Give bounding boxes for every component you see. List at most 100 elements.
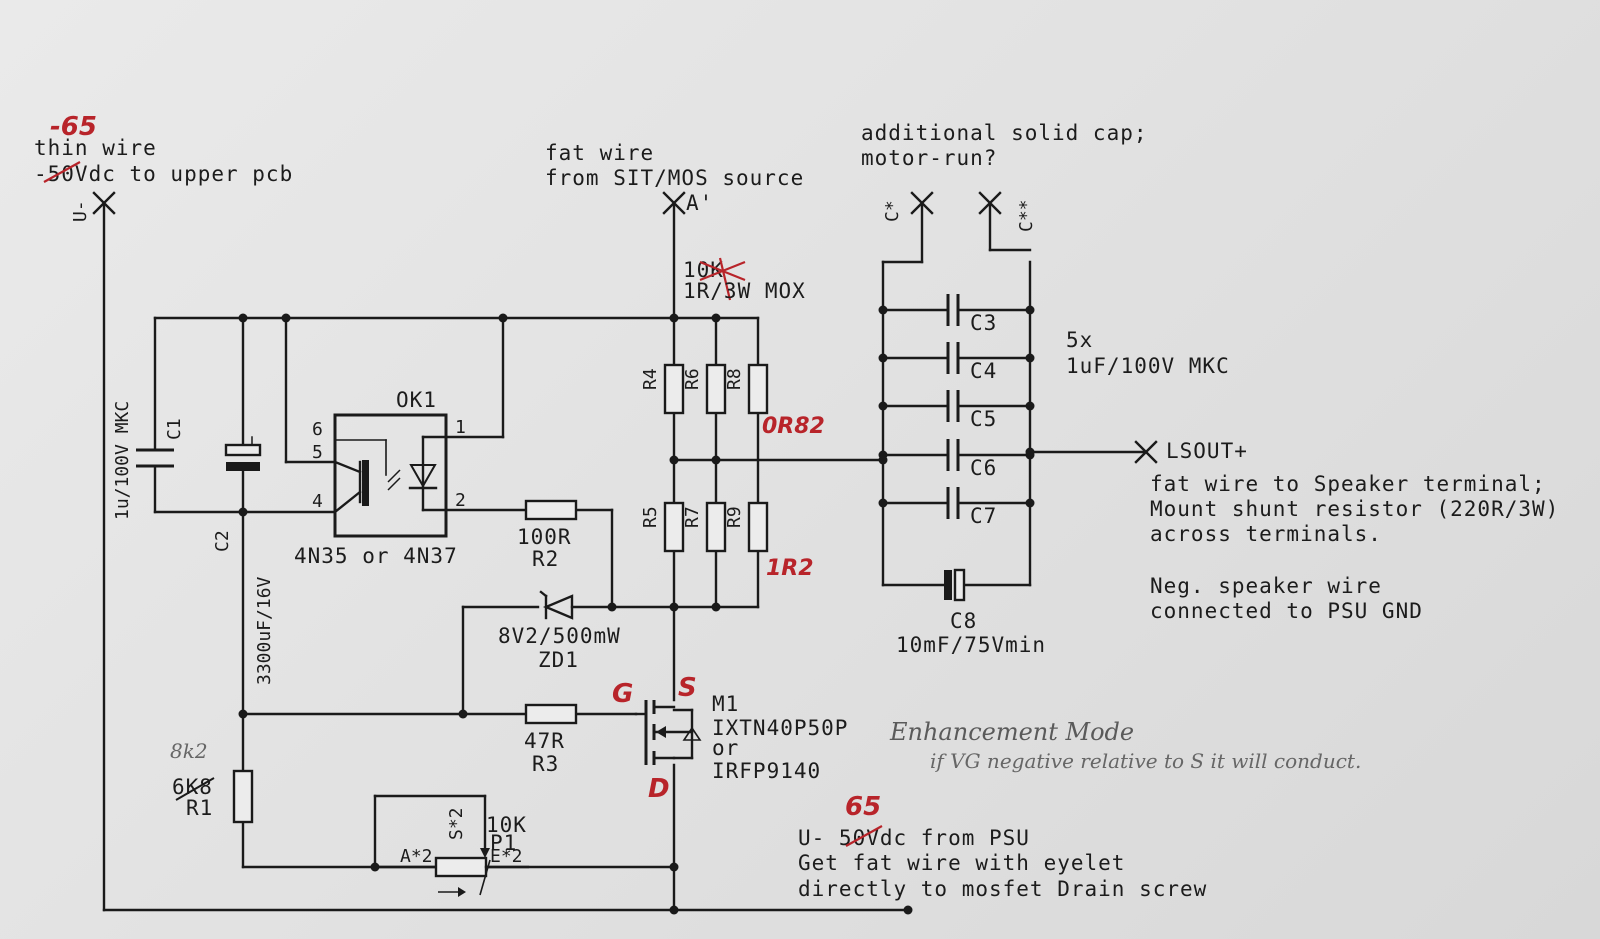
- capacitor-c5: [878, 390, 1035, 422]
- speaker-note-3: across terminals.: [1150, 522, 1382, 546]
- c2-label: C2: [212, 530, 233, 552]
- zd1-value-label: 8V2/500mW: [498, 624, 621, 648]
- c8-spec-label: 10mF/75Vmin: [896, 633, 1046, 657]
- m1-alt-label: IRFP9140: [712, 759, 821, 783]
- capacitor-c2: [224, 436, 262, 471]
- thin-wire-label: thin wire: [34, 136, 157, 160]
- opto-pin1: 1: [455, 417, 466, 438]
- c-star-star-label: C**: [1016, 199, 1037, 232]
- p1-pin-e: E*2: [490, 846, 523, 867]
- fat-wire-label: fat wire: [545, 141, 654, 165]
- opto-pin6: 6: [312, 419, 323, 440]
- r7-label: R7: [682, 506, 703, 528]
- opto-pin5: 5: [312, 442, 323, 463]
- resistor-r9: [747, 501, 769, 553]
- neg-speaker-note-2: connected to PSU GND: [1150, 599, 1423, 623]
- resistor-r5: [663, 501, 685, 553]
- capacitor-bank: [878, 294, 1035, 519]
- caps-count-label: 5x: [1066, 328, 1093, 352]
- r1-value-label: 6K8: [172, 775, 213, 799]
- c5-label: C5: [970, 407, 997, 431]
- mosfet-m1: [634, 700, 702, 765]
- opto-pin4: 4: [312, 491, 323, 512]
- c6-label: C6: [970, 456, 997, 480]
- resistor-r1: [232, 769, 254, 824]
- c4-label: C4: [970, 359, 997, 383]
- red-note-1r2: 1R2: [766, 556, 814, 581]
- speaker-note-1: fat wire to Speaker terminal;: [1150, 472, 1546, 496]
- c3-label: C3: [970, 311, 997, 335]
- red-note-or82: 0R82: [762, 414, 825, 439]
- capacitor-c8: [881, 568, 1032, 602]
- lsout-label: LSOUT+: [1166, 439, 1248, 463]
- c1-spec-label: 1u/100V MKC: [112, 401, 133, 520]
- red-strike-50a: [43, 161, 81, 183]
- p1-label: P1: [490, 831, 517, 855]
- r5-label: R5: [640, 506, 661, 528]
- r1-value-strike: [175, 777, 215, 801]
- potentiometer-p1: [373, 848, 530, 897]
- opto-part-label: 4N35 or 4N37: [294, 544, 458, 568]
- resistor-r2: [524, 499, 578, 521]
- c2-spec-label: 3300uF/16V: [254, 576, 275, 685]
- drain-screw-label: directly to mosfet Drain screw: [798, 877, 1207, 901]
- r4-label: R4: [640, 368, 661, 390]
- c1-label: C1: [164, 418, 185, 440]
- capacitor-c1: [136, 448, 174, 468]
- red-note-65b: 65: [845, 792, 881, 822]
- additional-cap-label: additional solid cap;: [861, 121, 1148, 145]
- r6-label: R6: [682, 368, 703, 390]
- m1-or-label: or: [712, 736, 739, 760]
- fat-wire-source-label: from SIT/MOS source: [545, 166, 804, 190]
- c-star-label: C*: [882, 200, 903, 222]
- caps-spec-label: 1uF/100V MKC: [1066, 354, 1230, 378]
- motor-run-label: motor-run?: [861, 146, 997, 170]
- a-prime-label: A': [686, 191, 713, 215]
- capacitor-c6: [878, 439, 1035, 471]
- psu-voltage-label: U- 50Vdc from PSU: [798, 826, 1030, 850]
- c8-label: C8: [950, 609, 977, 633]
- r2-label: R2: [532, 547, 559, 571]
- enhancement-note-1: Enhancement Mode: [889, 718, 1134, 746]
- optocoupler-ok1: [333, 413, 448, 538]
- resistor-r4: [663, 363, 685, 415]
- r1-pencil-note: 8k2: [170, 739, 208, 763]
- r1-label: R1: [186, 796, 213, 820]
- r9-label: R9: [724, 506, 745, 528]
- terminal-markers: [92, 191, 1158, 464]
- resistor-r6: [705, 363, 727, 415]
- gate-label: G: [612, 679, 633, 709]
- red-scribble-mox: [699, 257, 746, 301]
- r2-value-label: 100R: [517, 525, 572, 549]
- opto-pin2: 2: [455, 490, 466, 511]
- neg-speaker-note-1: Neg. speaker wire: [1150, 574, 1382, 598]
- capacitor-c7: [878, 487, 1035, 519]
- red-note-65a: -65: [50, 112, 97, 142]
- r3-value-label: 47R: [524, 729, 565, 753]
- red-strike-50b: [845, 825, 883, 847]
- p1-pin-s: S*2: [446, 807, 467, 840]
- zener-zd1: [539, 590, 574, 620]
- source-label: S: [678, 673, 697, 703]
- m1-label: M1: [712, 692, 739, 716]
- fat-wire-eyelet-label: Get fat wire with eyelet: [798, 851, 1125, 875]
- p1-value-label: 10K: [486, 813, 527, 837]
- enhancement-note-2: if VG negative relative to S it will con…: [930, 749, 1361, 773]
- r8-label: R8: [724, 368, 745, 390]
- junction-dots: [238, 313, 1035, 915]
- r3-label: R3: [532, 752, 559, 776]
- speaker-note-2: Mount shunt resistor (220R/3W): [1150, 497, 1559, 521]
- c7-label: C7: [970, 504, 997, 528]
- u-minus-label: U-: [70, 200, 91, 222]
- thin-wire-voltage-label: -50Vdc to upper pcb: [34, 162, 293, 186]
- ok1-label: OK1: [396, 388, 437, 412]
- resistor-r3: [524, 703, 578, 725]
- capacitor-c4: [878, 342, 1035, 374]
- drain-label: D: [648, 774, 670, 804]
- m1-part-label: IXTN40P50P: [712, 716, 848, 740]
- p1-pin-a: A*2: [400, 846, 433, 867]
- capacitor-c3: [878, 294, 1035, 326]
